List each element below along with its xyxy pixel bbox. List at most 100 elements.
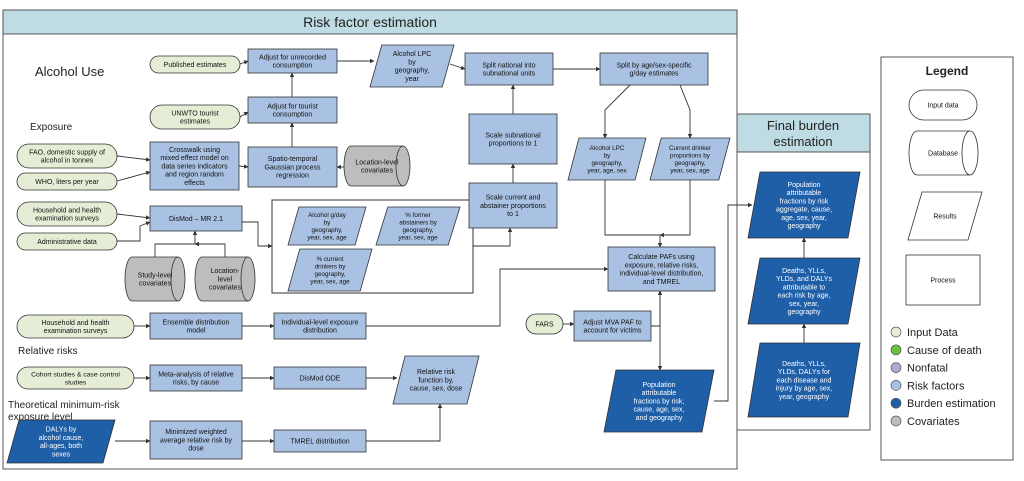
admin-text-line: Administrative data (37, 239, 97, 246)
paf-aggregate-text-line: aggregate, cause, (776, 207, 832, 214)
deaths-attrib-text-line: each risk by age, (778, 293, 831, 300)
individual-dist-node: Individual-level exposure distribution (273, 312, 367, 340)
dalys-input-text-line: alcohol cause, (39, 435, 84, 442)
household-exp-text-line: Household and health (33, 207, 101, 214)
current-drinker-props-text-line: proportions by (670, 153, 711, 160)
minimized-text-line: dose (188, 446, 203, 453)
current-drinker-props-text-line: year, sex, age (670, 167, 710, 174)
published-node: Published estimates (149, 55, 241, 74)
individual-dist-text-line: distribution (303, 328, 337, 335)
legend-color-item: Nonfatal (890, 362, 948, 375)
deaths-each-text-line: YLDs, DALYs for (778, 369, 831, 376)
legend-swatch (890, 362, 902, 373)
cohort-text-line: Cohort studies & case control (31, 371, 120, 378)
edge-arrow (194, 241, 226, 257)
legend-color-label: Covariates (907, 416, 960, 428)
legend-input-text-line: Input data (927, 103, 958, 110)
spatio-text-line: Gaussian process (264, 164, 321, 171)
former-abstainers-text-line: % former (405, 212, 431, 219)
crosswalk-text-line: and region random (165, 172, 224, 179)
paf-risk-text-line: attributable (642, 390, 677, 397)
meta-analysis-text-line: risks, by cause (173, 380, 219, 387)
dismod-mr-text-line: DisMod – MR 2.1 (169, 216, 223, 223)
deaths-attrib-text-line: sex, year, (789, 301, 819, 308)
alcohol-lpc-age-text-line: geography, (591, 160, 622, 167)
study-level-text-line: Study-level (138, 272, 173, 279)
location-level-a-node: Location-level covariates (343, 145, 411, 187)
tmrel-dist-text-line: TMREL distribution (290, 438, 349, 445)
published-text-line: Published estimates (164, 62, 227, 69)
location-level-a-text-line: Location-level (355, 159, 399, 166)
alcohol-lpc-age-text-line: by (604, 153, 612, 160)
exposure-label: Exposure (30, 122, 73, 133)
alcohol-gday-text-line: year, sex, age (307, 234, 347, 241)
crosswalk-text-line: effects (184, 180, 205, 187)
paf-risk-text-line: Population (642, 382, 675, 389)
alcohol-gday-text-line: geography, (311, 227, 342, 234)
legend-swatch (890, 326, 902, 338)
deaths-attrib-text-line: attributable to (783, 284, 826, 291)
adjust-mva-node: Adjust MVA PAF to account for victims (573, 310, 652, 342)
location-level-b-text-line: Location- (211, 268, 240, 275)
who-node: WHO, liters per year (16, 172, 118, 191)
paf-risk-text-line: fractions by risk, (634, 398, 685, 405)
former-abstainers-text-line: abstainers by (399, 220, 437, 227)
edge-arrow (116, 155, 151, 162)
unwto-text-line: UNWTO tourist (171, 110, 218, 117)
household-exp-text-line: examination surveys (35, 216, 99, 223)
calc-pafs-text-line: individual-level distribution, (620, 271, 704, 278)
alcohol-lpc-text-line: Alcohol LPC (393, 51, 432, 58)
household-rr-text-line: Household and health (41, 320, 109, 327)
legend-color-item: Covariates (890, 415, 960, 428)
split-age-sex-text-line: g/day estimates (629, 71, 679, 78)
study-level-text-line: covariates (139, 281, 171, 288)
crosswalk-text-line: data series indicators (161, 163, 228, 170)
tmrel-dist-node: TMREL distribution (273, 429, 367, 453)
legend-results-shape: Results (907, 191, 983, 241)
legend-database-shape: Database (908, 130, 979, 176)
edge-arrow (239, 60, 249, 65)
deaths-each-text-line: each disease and (777, 377, 832, 384)
calc-pafs-text-line: Calculate PAFs using (628, 254, 695, 261)
scale-subnational-text-line: proportions to 1 (489, 141, 538, 148)
dalys-input-text-line: all-ages, both (40, 443, 82, 450)
split-national-text-line: Split national into (482, 62, 535, 69)
cohort-text-line: studies (65, 379, 87, 386)
final-burden-header (736, 113, 871, 153)
adjust-mva-text-line: account for victims (584, 328, 642, 335)
legend-title: Legend (926, 64, 969, 78)
scale-current-text-line: abstainer proportions (480, 203, 546, 210)
paf-aggregate-text-line: Population (787, 182, 820, 189)
paf-aggregate-text-line: attributable (787, 190, 822, 197)
legend-swatch (890, 415, 902, 427)
dalys-input-text-line: DALYs by (46, 427, 77, 434)
fars-text-line: FARS (535, 321, 554, 328)
final-burden-title-1: Final burden (767, 118, 839, 133)
meta-analysis-text-line: Meta-analysis of relative (158, 371, 234, 378)
alcohol-gday-text-line: by (324, 220, 332, 227)
adjust-mva-text-line: Adjust MVA PAF to (583, 319, 642, 326)
legend-swatch (890, 380, 902, 391)
fars-node: FARS (525, 313, 564, 335)
individual-dist-text-line: Individual-level exposure (281, 319, 358, 326)
edge-arrow (659, 180, 691, 238)
split-age-sex-text-line: Split by age/sex-specific (616, 62, 692, 69)
location-level-a-text-line: covariates (361, 168, 393, 175)
deaths-attrib-text-line: YLDs, and DALYs (776, 276, 832, 283)
legend-color-label: Input Data (907, 327, 959, 339)
edge-arrow (604, 180, 663, 248)
paf-risk-text-line: cause, age, sex, (634, 407, 685, 414)
adjust-unrecorded-text-line: Adjust for unrecorded (259, 54, 326, 61)
